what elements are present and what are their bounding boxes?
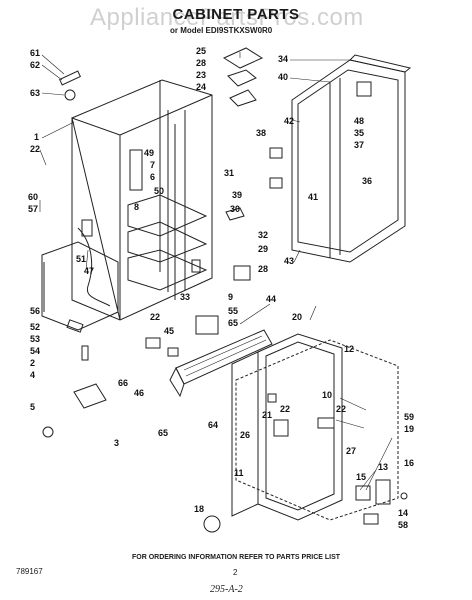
callout-51: 51 xyxy=(76,254,86,264)
page-number: 2 xyxy=(233,568,238,577)
top-hinge xyxy=(222,47,264,107)
callout-57: 57 xyxy=(28,204,38,214)
callout-18: 18 xyxy=(194,504,204,514)
callout-58: 58 xyxy=(398,520,408,530)
callout-63: 63 xyxy=(30,88,40,98)
fresh-food-door xyxy=(231,333,399,521)
callout-12: 12 xyxy=(344,344,354,354)
callout-22b: 22 xyxy=(150,312,160,322)
small-hardware xyxy=(42,70,408,533)
callout-66: 66 xyxy=(118,378,128,388)
callout-15: 15 xyxy=(356,472,366,482)
callout-2: 2 xyxy=(30,358,35,368)
callout-41: 41 xyxy=(308,192,318,202)
rear-assembly xyxy=(41,219,119,331)
callout-42: 42 xyxy=(284,116,294,126)
callout-4: 4 xyxy=(30,370,35,380)
callout-36: 36 xyxy=(362,176,372,186)
callout-24: 24 xyxy=(196,82,206,92)
callout-29: 29 xyxy=(258,244,268,254)
callout-21: 21 xyxy=(262,410,272,420)
callout-43: 43 xyxy=(284,256,294,266)
callout-61: 61 xyxy=(30,48,40,58)
callout-28b: 28 xyxy=(258,264,268,274)
callout-23: 23 xyxy=(196,70,206,80)
callout-5: 5 xyxy=(30,402,35,412)
callout-38: 38 xyxy=(256,128,266,138)
callout-22c: 22 xyxy=(336,404,346,414)
callout-31: 31 xyxy=(224,168,234,178)
kickplate-grille xyxy=(169,329,273,398)
callout-44: 44 xyxy=(266,294,276,304)
callout-59: 59 xyxy=(404,412,414,422)
callout-8: 8 xyxy=(134,202,139,212)
ordering-note: FOR ORDERING INFORMATION REFER TO PARTS … xyxy=(131,554,341,561)
callout-34: 34 xyxy=(278,54,288,64)
callout-27: 27 xyxy=(346,446,356,456)
callout-46: 46 xyxy=(134,388,144,398)
callout-11: 11 xyxy=(234,468,244,478)
callout-35: 35 xyxy=(354,128,364,138)
callout-50: 50 xyxy=(154,186,164,196)
callout-22: 22 xyxy=(30,144,40,154)
callout-40: 40 xyxy=(278,72,288,82)
callout-37: 37 xyxy=(354,140,364,150)
callout-60: 60 xyxy=(28,192,38,202)
handwritten-code: 295-A-2 xyxy=(210,584,243,595)
callout-39: 39 xyxy=(232,190,242,200)
freezer-door xyxy=(291,54,412,263)
callout-52: 52 xyxy=(30,322,40,332)
document-number: 789167 xyxy=(16,567,43,576)
callout-13: 13 xyxy=(378,462,388,472)
callout-54: 54 xyxy=(30,346,40,356)
callout-20: 20 xyxy=(292,312,302,322)
callout-62: 62 xyxy=(30,60,40,70)
callout-7: 7 xyxy=(150,160,155,170)
callout-6: 6 xyxy=(150,172,155,182)
callout-14: 14 xyxy=(398,508,408,518)
callout-49: 49 xyxy=(144,148,154,158)
callout-45: 45 xyxy=(164,326,174,336)
callout-48: 48 xyxy=(354,116,364,126)
leader-lines xyxy=(39,52,393,491)
callout-53: 53 xyxy=(30,334,40,344)
callout-26: 26 xyxy=(240,430,250,440)
callout-64: 64 xyxy=(208,420,218,430)
callout-56: 56 xyxy=(30,306,40,316)
callout-25: 25 xyxy=(196,46,206,56)
callout-16: 16 xyxy=(404,458,414,468)
callout-3: 3 xyxy=(114,438,119,448)
callout-19: 19 xyxy=(404,424,414,434)
watermark: AppliancePartsPros.com xyxy=(90,4,364,31)
callout-65: 65 xyxy=(228,318,238,328)
callout-22d: 22 xyxy=(280,404,290,414)
callout-33: 33 xyxy=(180,292,190,302)
exploded-view-drawing: 61 62 63 1 22 60 57 51 47 56 52 53 54 2 … xyxy=(28,46,414,533)
callout-9: 9 xyxy=(228,292,233,302)
callout-55: 55 xyxy=(228,306,238,316)
callout-labels: 61 62 63 1 22 60 57 51 47 56 52 53 54 2 … xyxy=(28,46,414,530)
callout-1: 1 xyxy=(34,132,39,142)
model-line: or Model EDI9STKXSW0R0 xyxy=(170,26,273,35)
callout-30: 30 xyxy=(230,204,240,214)
diagram-title: CABINET PARTS xyxy=(172,6,300,23)
cabinet-shell xyxy=(71,79,213,321)
callout-28: 28 xyxy=(196,58,206,68)
callout-10: 10 xyxy=(322,390,332,400)
callout-32: 32 xyxy=(258,230,268,240)
callout-47: 47 xyxy=(84,266,94,276)
callout-65b: 65 xyxy=(158,428,168,438)
